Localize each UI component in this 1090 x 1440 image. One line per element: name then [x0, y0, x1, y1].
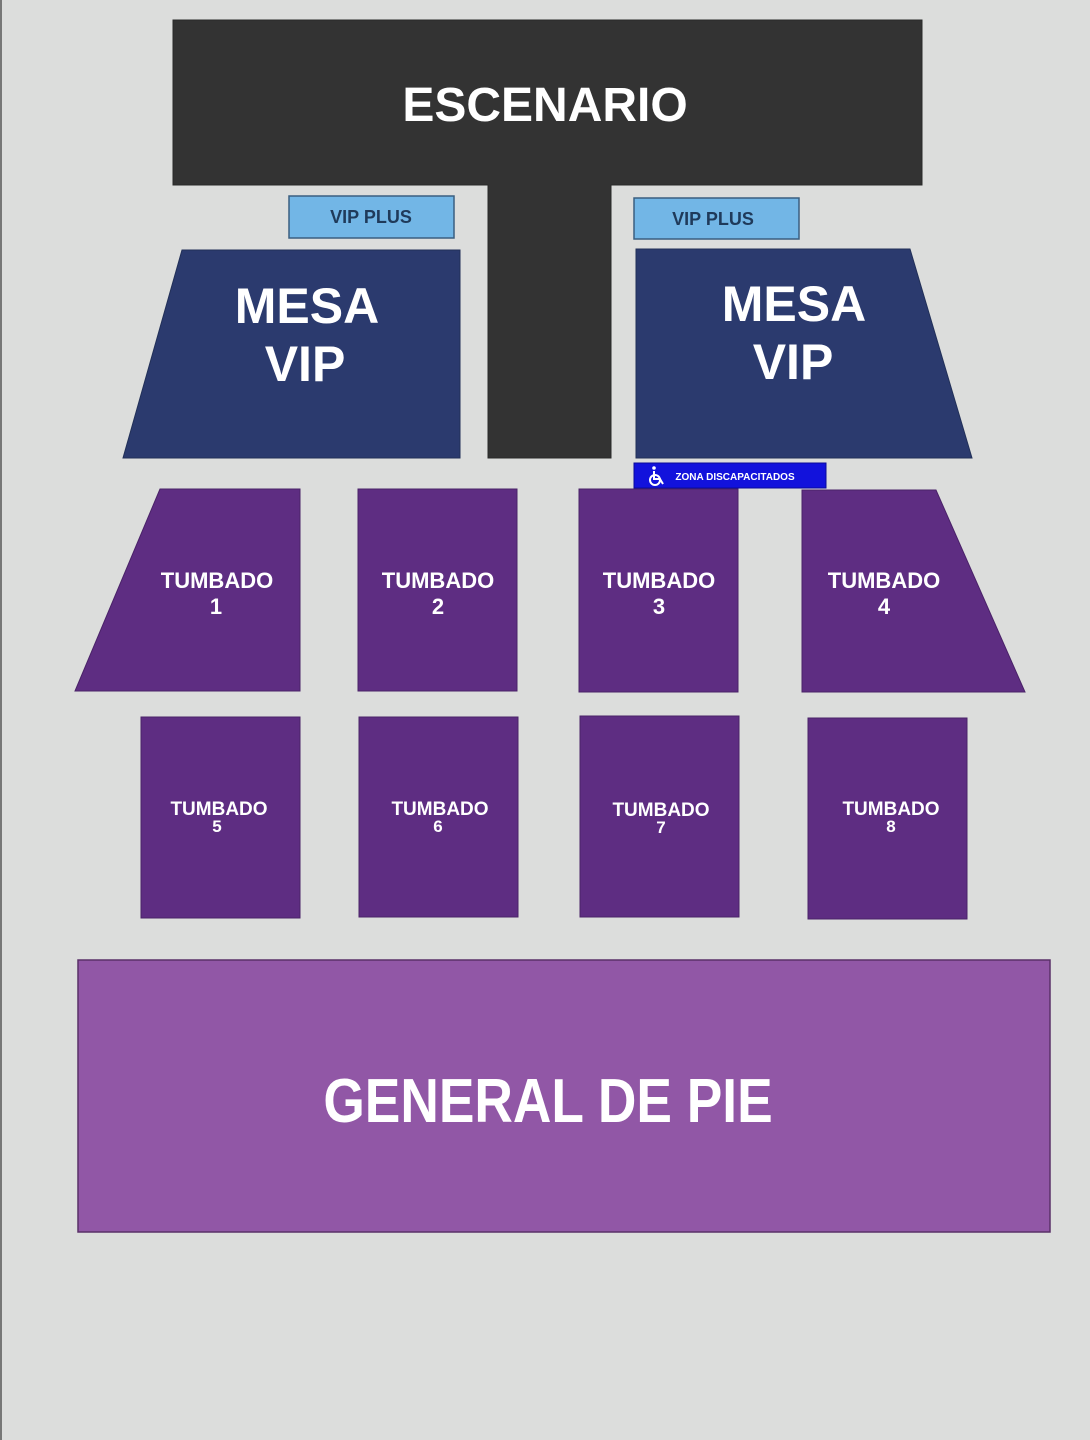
mesa-vip-label-line1: MESA — [235, 278, 379, 334]
tumbado-label: TUMBADO — [842, 799, 939, 820]
zone-tumbado-8[interactable]: TUMBADO 8 — [807, 717, 968, 920]
tumbado-number: 7 — [656, 818, 665, 837]
left-border — [0, 0, 2, 1440]
zone-tumbado-4[interactable]: TUMBADO 4 — [801, 489, 1026, 693]
zone-vip-plus-right[interactable]: VIP PLUS — [633, 197, 800, 240]
general-label: GENERAL DE PIE — [323, 1067, 772, 1136]
tumbado-number: 1 — [210, 594, 222, 619]
tumbado-number: 2 — [432, 594, 444, 619]
tumbado-label: TUMBADO — [612, 800, 709, 821]
zone-tumbado-5[interactable]: TUMBADO 5 — [140, 716, 301, 919]
stage-label: ESCENARIO — [402, 79, 687, 132]
tumbado-label: TUMBADO — [603, 568, 715, 593]
tumbado-label: TUMBADO — [391, 799, 488, 820]
zone-tumbado-2[interactable]: TUMBADO 2 — [357, 488, 518, 692]
tumbado-number: 5 — [212, 817, 221, 836]
tumbado-number: 4 — [878, 594, 891, 619]
zone-mesa-vip-left[interactable]: MESA VIP — [122, 249, 461, 459]
zone-tumbado-3[interactable]: TUMBADO 3 — [578, 488, 739, 693]
tumbado-label: TUMBADO — [828, 568, 940, 593]
tumbado-number: 3 — [653, 594, 665, 619]
stage: ESCENARIO — [172, 19, 923, 459]
vip-plus-label: VIP PLUS — [330, 207, 412, 227]
zone-discapacitados[interactable]: ZONA DISCAPACITADOS — [633, 462, 827, 489]
discapacitados-label: ZONA DISCAPACITADOS — [675, 472, 795, 483]
tumbado-number: 8 — [886, 817, 895, 836]
zone-tumbado-1[interactable]: TUMBADO 1 — [74, 488, 301, 692]
mesa-vip-label-line1: MESA — [722, 276, 866, 332]
mesa-vip-label-line2: VIP — [753, 334, 834, 390]
tumbado-label: TUMBADO — [161, 568, 273, 593]
zone-tumbado-6[interactable]: TUMBADO 6 — [358, 716, 519, 918]
vip-plus-label: VIP PLUS — [672, 209, 754, 229]
zone-vip-plus-left[interactable]: VIP PLUS — [288, 195, 455, 239]
tumbado-label: TUMBADO — [382, 568, 494, 593]
wheelchair-icon — [649, 466, 664, 486]
zone-tumbado-7[interactable]: TUMBADO 7 — [579, 715, 740, 918]
tumbado-number: 6 — [433, 817, 442, 836]
zone-general-de-pie[interactable]: GENERAL DE PIE — [77, 959, 1051, 1233]
tumbado-label: TUMBADO — [170, 799, 267, 820]
zone-mesa-vip-right[interactable]: MESA VIP — [635, 248, 973, 459]
mesa-vip-label-line2: VIP — [265, 336, 346, 392]
